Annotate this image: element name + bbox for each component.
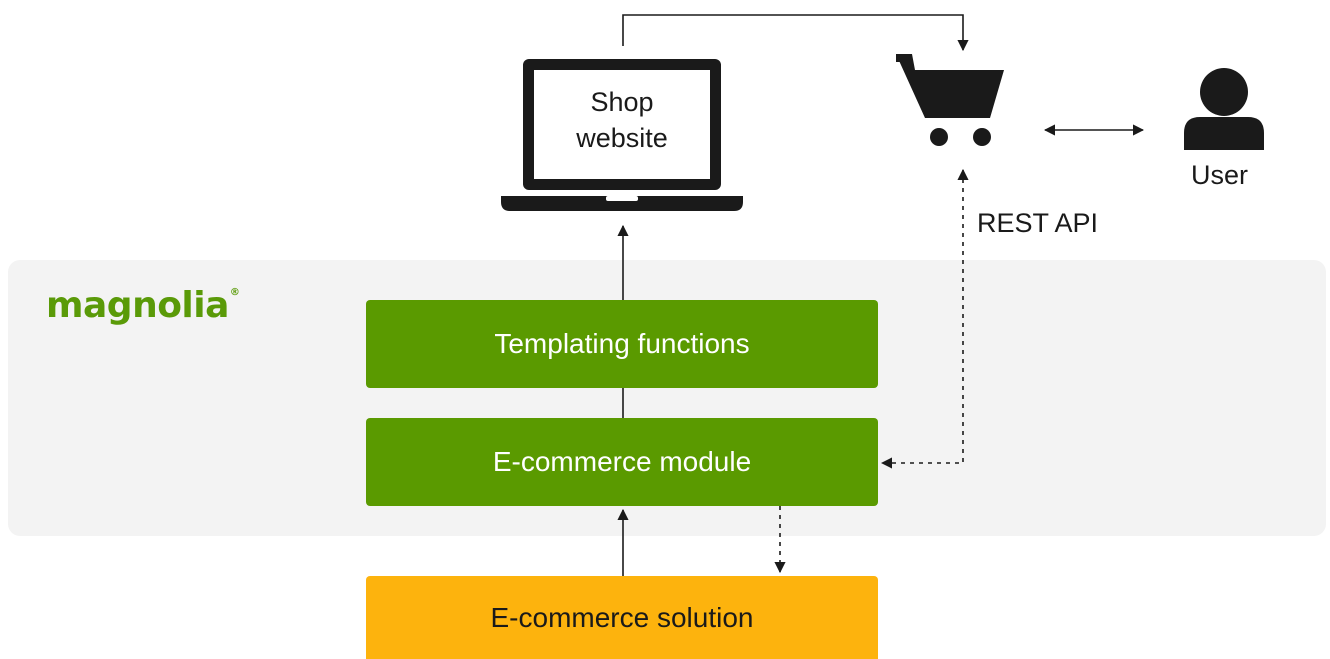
shopping-cart-icon — [896, 54, 1004, 146]
ecommerce-module-box: E-commerce module — [366, 418, 878, 506]
magnolia-logo: magnolia® — [46, 285, 240, 326]
registered-mark: ® — [229, 287, 240, 298]
ecommerce-module-label: E-commerce module — [492, 446, 752, 477]
magnolia-logo-text: magnolia — [46, 285, 229, 326]
shop-website-line1: Shop — [590, 87, 654, 117]
laptop-icon — [501, 59, 743, 211]
rest-api-label: REST API — [977, 208, 1099, 238]
laptop-to-cart-connector — [622, 14, 969, 52]
ecommerce-solution-box: E-commerce solution — [366, 576, 878, 659]
user-label: User — [1191, 160, 1249, 190]
rest-api-dashed-connector — [880, 168, 969, 469]
templating-functions-box: Templating functions — [366, 300, 878, 388]
ecommerce-solution-label: E-commerce solution — [490, 601, 754, 633]
shop-website-line2: website — [576, 123, 668, 153]
shop-website-label: Shop website — [542, 84, 702, 156]
templating-functions-label: Templating functions — [494, 328, 750, 359]
user-icon — [1184, 68, 1264, 150]
